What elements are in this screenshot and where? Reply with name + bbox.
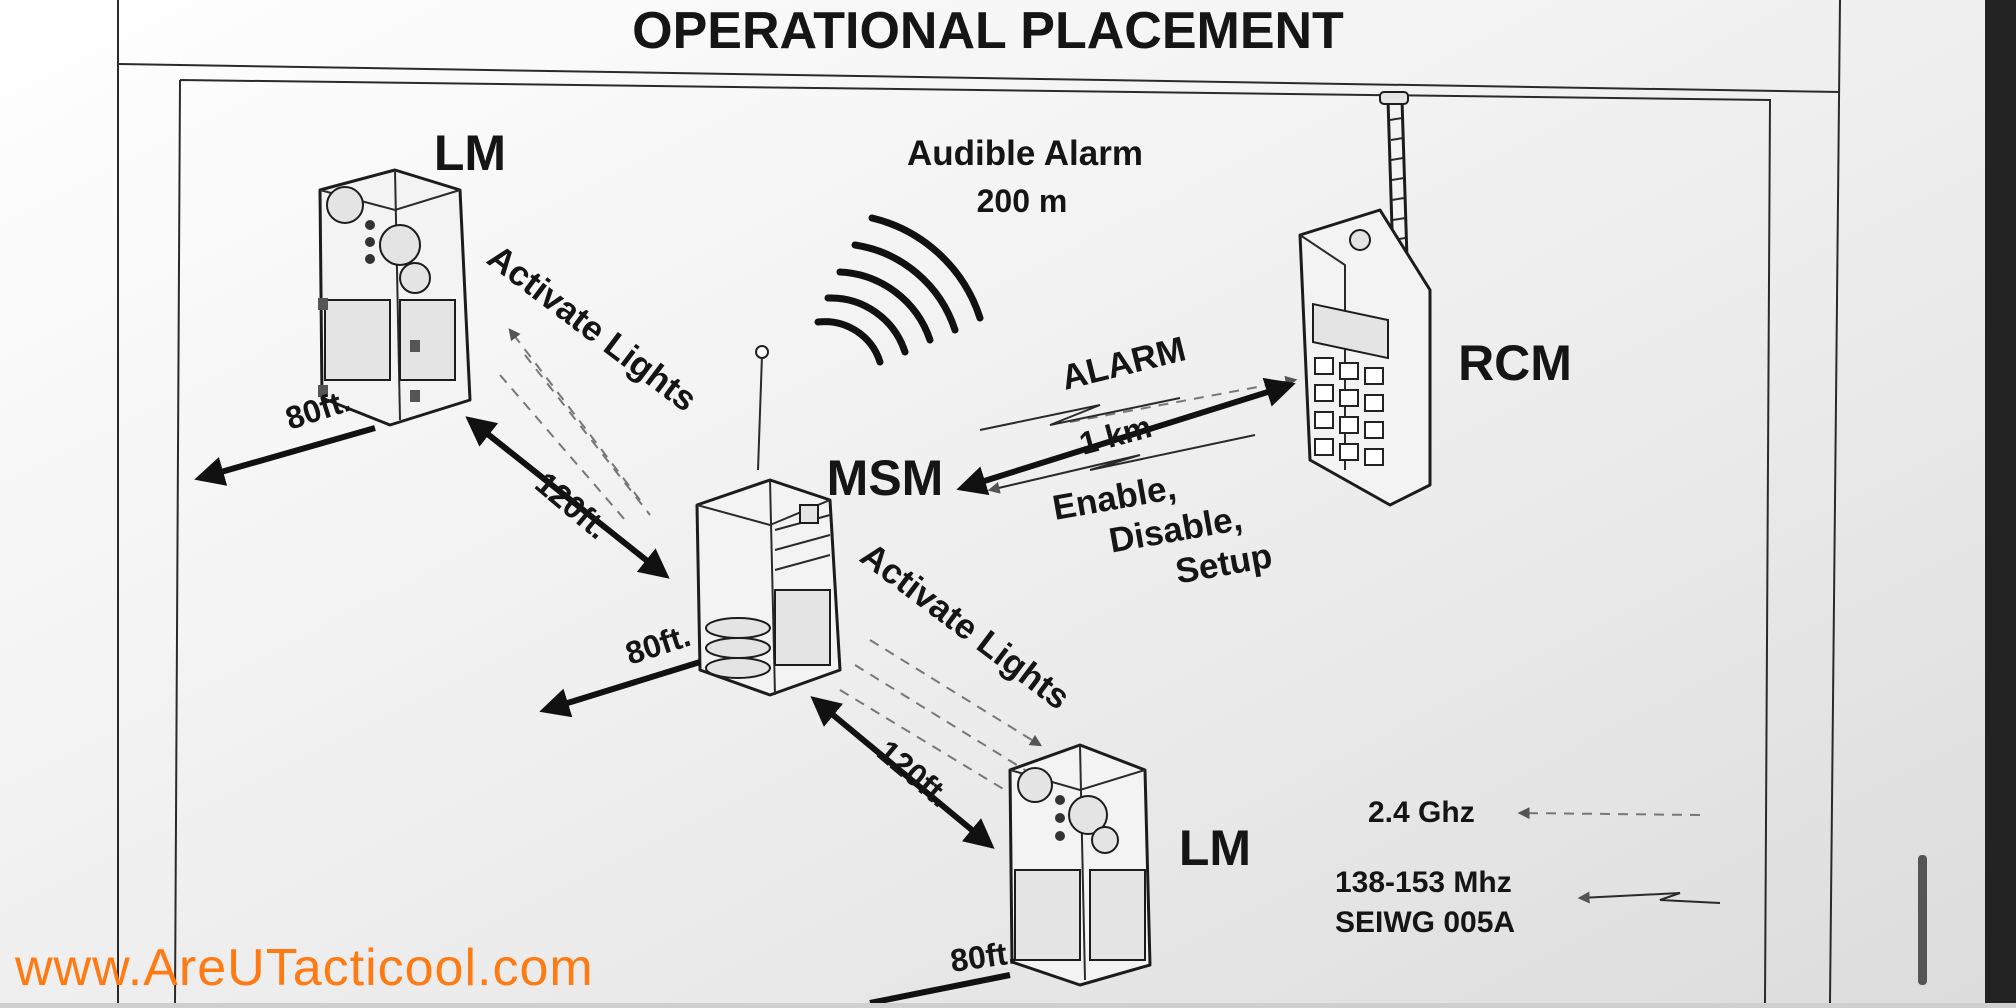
frequency-legend: 2.4 Ghz 138-153 Mhz SEIWG 005A [1335, 796, 1721, 939]
lm-top-label: LM [434, 125, 506, 181]
distance-arrow-80-bottom [869, 972, 1011, 1006]
audible-alarm-label: Audible Alarm [907, 134, 1143, 173]
freq-2-4-line [1517, 807, 1701, 820]
title-divider [117, 63, 1841, 93]
lm-device-bottom [1008, 743, 1152, 987]
distance-arrow-80-mid [539, 659, 701, 718]
page-title: OPERATIONAL PLACEMENT [632, 2, 1344, 60]
diagram-frame [174, 79, 1772, 1004]
freq-138-line [1577, 891, 1721, 904]
watermark-text: www.AreUTacticool.com [14, 939, 594, 997]
distance-arrow-120-bottom [810, 696, 995, 849]
audible-range-label: 200 m [977, 183, 1068, 219]
audible-alarm-waves [814, 214, 984, 366]
freq-138-label: 138-153 Mhz [1335, 866, 1512, 899]
command-signal-arrow [987, 434, 1256, 494]
lm-bottom-label: LM [1179, 820, 1251, 876]
link-range-arrow [956, 377, 1296, 496]
distance-arrow-80-top [194, 425, 376, 486]
msm-label: MSM [827, 450, 944, 506]
scrollbar-thumb[interactable] [1918, 855, 1927, 985]
command-labels: Enable, Disable, Setup [1050, 468, 1275, 592]
msm-device [695, 345, 842, 697]
freq-2-4-label: 2.4 Ghz [1368, 796, 1475, 829]
rcm-label: RCM [1458, 335, 1572, 391]
rcm-device [1298, 91, 1432, 507]
standard-label: SEIWG 005A [1335, 906, 1515, 939]
page-border-right [1829, 0, 1841, 1004]
distance-arrow-120-top [465, 416, 670, 579]
lm-device-top [318, 168, 472, 427]
monitor-bezel [1985, 0, 2016, 1003]
